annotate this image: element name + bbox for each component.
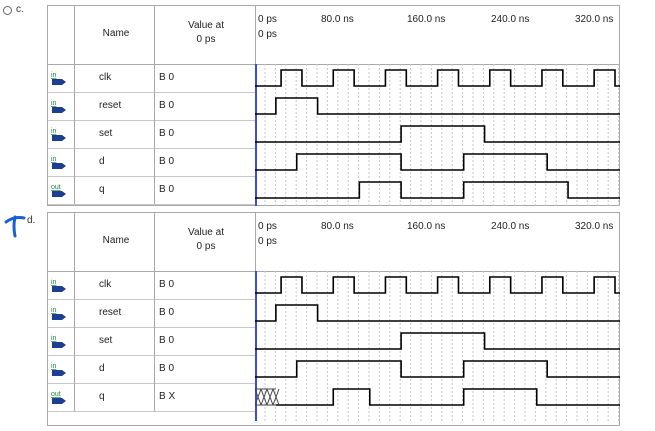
input-pin-icon: in (51, 156, 66, 169)
signal-row-d[interactable]: in d B 0 (48, 355, 255, 384)
signal-name: clk (99, 279, 112, 290)
input-pin-icon: in (51, 279, 66, 292)
name-column-header: Name (102, 28, 130, 39)
signal-row-clk[interactable]: in clk B 0 (48, 271, 255, 300)
signal-name: d (99, 156, 105, 167)
waveform-d (255, 153, 620, 171)
time-tick-label: 160.0 ns (407, 221, 446, 232)
signal-name: set (99, 128, 113, 139)
svg-text:in: in (51, 279, 57, 286)
signal-value: B 0 (159, 184, 175, 195)
value-column-time: 0 ps (196, 34, 216, 45)
svg-text:in: in (51, 72, 57, 79)
time-tick-label: 160.0 ns (407, 14, 446, 25)
svg-text:in: in (51, 156, 57, 163)
waveform-graph (255, 271, 620, 421)
pin-direction: in (51, 70, 71, 86)
unknown-value-hatch (255, 388, 280, 406)
time-tick-label: 320.0 ns (575, 221, 614, 232)
waveform-set (255, 125, 620, 143)
option-d-label: d. (27, 215, 36, 226)
pin-direction: in (51, 126, 71, 142)
signal-row-q[interactable]: out q B X (48, 383, 255, 412)
output-pin-icon: out (51, 184, 66, 197)
signal-value: B 0 (159, 279, 175, 290)
pin-direction: out (51, 182, 71, 198)
svg-text:in: in (51, 335, 57, 342)
signal-row-set[interactable]: in set B 0 (48, 327, 255, 356)
input-pin-icon: in (51, 72, 66, 85)
waveform-panel-d: Name Value at 0 ps in clk B 0 in reset B 0 in s… (47, 212, 620, 426)
signal-value: B 0 (159, 307, 175, 318)
signal-name: clk (99, 72, 112, 83)
pin-direction: in (51, 277, 71, 293)
waveform-reset (255, 304, 620, 322)
waveform-header: Name Value at 0 ps (48, 213, 620, 272)
svg-text:in: in (51, 100, 57, 107)
waveform-set (255, 332, 620, 350)
svg-text:in: in (51, 128, 57, 135)
waveform-graph (255, 64, 620, 206)
pin-direction: in (51, 361, 71, 377)
signal-name: reset (99, 307, 122, 318)
signal-row-d[interactable]: in d B 0 (48, 148, 255, 177)
cursor-time-label: 0 ps (258, 29, 277, 40)
signal-row-reset[interactable]: in reset B 0 (48, 92, 255, 121)
time-tick-label: 240.0 ns (491, 14, 530, 25)
svg-text:in: in (51, 363, 57, 370)
time-tick-label: 320.0 ns (575, 14, 614, 25)
input-pin-icon: in (51, 363, 66, 376)
value-column-time: 0 ps (196, 241, 216, 252)
waveform-clk (255, 69, 620, 87)
waveform-q (255, 181, 620, 199)
waveform-q (275, 388, 620, 406)
waveform-d (255, 360, 620, 378)
time-tick-label: 0 ps (258, 14, 277, 25)
signal-name: q (99, 184, 105, 195)
signal-row-clk[interactable]: in clk B 0 (48, 64, 255, 93)
signal-row-q[interactable]: out q B 0 (48, 176, 255, 205)
signal-row-set[interactable]: in set B 0 (48, 120, 255, 149)
option-c-radio[interactable] (3, 6, 12, 15)
name-column-header: Name (102, 235, 130, 246)
pin-direction: in (51, 333, 71, 349)
time-tick-label: 0 ps (258, 221, 277, 232)
handwritten-cross-mark-icon (4, 215, 26, 238)
pin-direction: in (51, 154, 71, 170)
pin-direction: in (51, 98, 71, 114)
input-pin-icon: in (51, 335, 66, 348)
signal-value: B 0 (159, 72, 175, 83)
signal-value: B 0 (159, 156, 175, 167)
signal-row-reset[interactable]: in reset B 0 (48, 299, 255, 328)
time-tick-label: 80.0 ns (321, 14, 354, 25)
time-tick-label: 80.0 ns (321, 221, 354, 232)
signal-name: q (99, 391, 105, 402)
svg-text:out: out (51, 184, 61, 191)
option-c-label: c. (16, 4, 24, 15)
value-column-header: Value at (188, 227, 224, 238)
waveform-reset (255, 97, 620, 115)
pin-direction: out (51, 389, 71, 405)
output-pin-icon: out (51, 391, 66, 404)
pin-direction: in (51, 305, 71, 321)
time-tick-label: 240.0 ns (491, 221, 530, 232)
signal-value: B 0 (159, 100, 175, 111)
signal-name: set (99, 335, 113, 346)
signal-value: B 0 (159, 363, 175, 374)
waveform-panel-c: Name Value at 0 ps in clk B 0 in reset B 0 in s… (47, 5, 620, 206)
value-column-header: Value at (188, 20, 224, 31)
cursor-time-label: 0 ps (258, 236, 277, 247)
input-pin-icon: in (51, 128, 66, 141)
input-pin-icon: in (51, 307, 66, 320)
input-pin-icon: in (51, 100, 66, 113)
signal-name: reset (99, 100, 122, 111)
signal-value: B X (159, 391, 176, 402)
signal-value: B 0 (159, 128, 175, 139)
waveform-clk (255, 276, 620, 294)
signal-value: B 0 (159, 335, 175, 346)
waveform-header: Name Value at 0 ps (48, 6, 620, 65)
svg-text:out: out (51, 391, 61, 398)
svg-text:in: in (51, 307, 57, 314)
signal-name: d (99, 363, 105, 374)
